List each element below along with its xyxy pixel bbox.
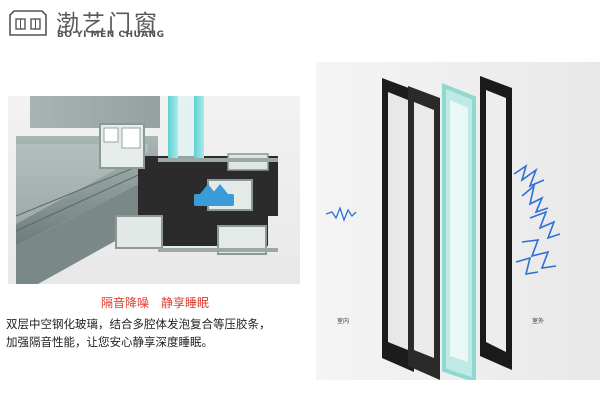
- indoor-sound-wave-icon: [325, 206, 357, 222]
- window-layers-image: [316, 62, 600, 380]
- feature-description: 双层中空钢化玻璃，结合多腔体发泡复合等压胶条， 加强隔音性能，让您安心静享深度睡…: [6, 315, 306, 351]
- indoor-label: 室内: [337, 318, 350, 325]
- profile-cross-section-image: [8, 96, 300, 284]
- description-line-2: 加强隔音性能，让您安心静享深度睡眠。: [6, 335, 213, 349]
- brand-name-cn: 渤艺门窗: [56, 11, 160, 37]
- description-line-1: 双层中空钢化玻璃，结合多腔体发泡复合等压胶条，: [6, 317, 271, 331]
- brand-name-en: BO YI MEN CHUANG: [57, 30, 165, 40]
- outdoor-noise-wave-icon: [513, 164, 561, 275]
- window-logo-icon: [9, 10, 47, 36]
- feature-title: 隔音降噪 静享睡眠: [100, 296, 209, 310]
- outdoor-label: 室外: [532, 318, 545, 325]
